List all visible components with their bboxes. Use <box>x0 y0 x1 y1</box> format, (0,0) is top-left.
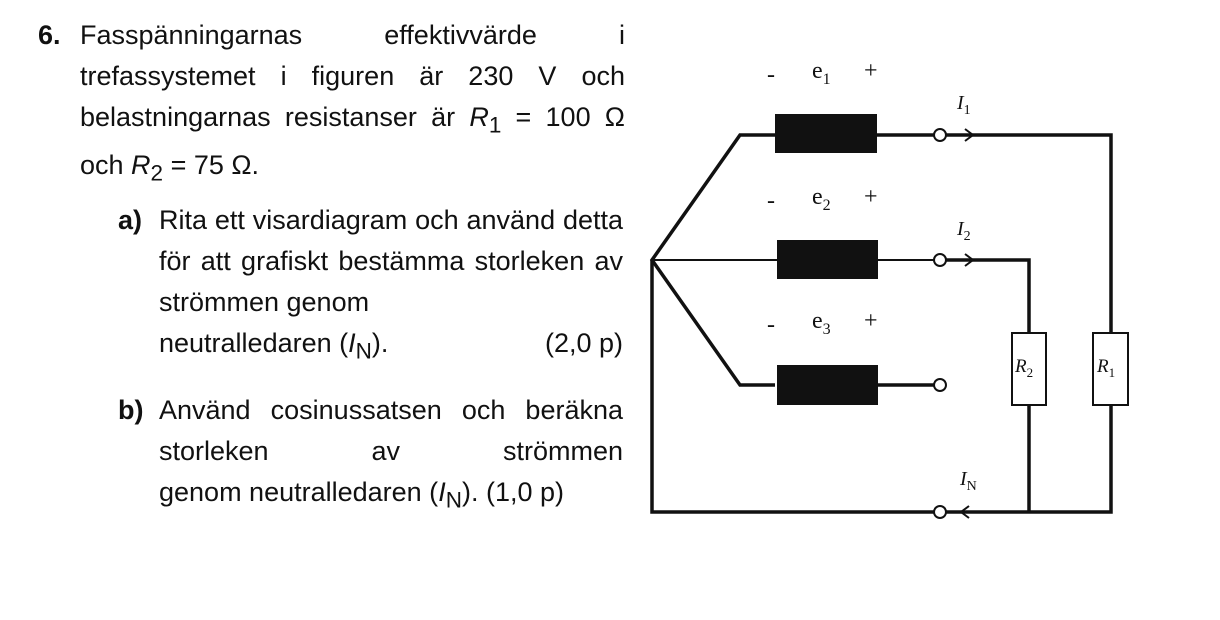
terminals <box>933 128 1129 519</box>
plus-3: + <box>864 308 878 334</box>
label-b: b) <box>118 395 144 425</box>
plus-1: + <box>864 58 878 84</box>
r2-value: = 75 Ω. <box>163 150 260 181</box>
b-tail: genom neutralledaren ( <box>159 477 439 507</box>
b-text: Använd cosinussatsen och beräkna storlek… <box>159 395 623 466</box>
arrow-i2 <box>964 253 975 267</box>
wires <box>649 133 1113 514</box>
arrow-i1 <box>964 128 975 142</box>
minus-3: - <box>767 312 775 338</box>
plus-2: + <box>864 184 878 210</box>
source-e2 <box>777 240 878 279</box>
minus-1: - <box>767 62 775 88</box>
label-e3: e3 <box>812 308 831 338</box>
r1-value: = 100 Ω och <box>80 102 625 181</box>
arrows <box>959 128 975 519</box>
r2-subscript: 2 <box>150 160 164 186</box>
subquestion-b: b) Använd cosinussatsen och beräkna stor… <box>118 390 623 520</box>
resistor-r2 <box>1011 332 1047 406</box>
a-points: (2,0 p) <box>544 328 623 358</box>
minus-2: - <box>767 188 775 214</box>
source-e1 <box>775 114 877 153</box>
source-blocks <box>775 114 878 405</box>
r1-subscript: 1 <box>488 112 502 138</box>
label-in: IN <box>960 468 977 494</box>
a-current-sub: N <box>355 338 372 364</box>
source-e3 <box>777 365 878 405</box>
b-current: I <box>438 477 446 507</box>
problem-statement: Fasspänningarnas effektivvärde i trefass… <box>80 15 625 194</box>
label-e1: e1 <box>812 58 831 88</box>
label-r2: R2 <box>1015 356 1034 380</box>
label-e2: e2 <box>812 184 831 214</box>
intro-text: Fasspänningarnas effektivvärde i trefass… <box>80 20 625 132</box>
a-current: I <box>348 328 356 358</box>
label-i1: I1 <box>957 92 971 118</box>
r1-symbol: R <box>469 102 489 132</box>
label-i2: I2 <box>957 218 971 244</box>
r2-symbol: R <box>131 150 151 181</box>
subquestion-a: a) Rita ett visardiagram och använd dett… <box>118 200 623 371</box>
a-close: ). <box>371 328 389 358</box>
problem-number: 6. <box>38 20 61 50</box>
resistor-r1 <box>1092 332 1129 406</box>
label-r1: R1 <box>1097 356 1116 380</box>
a-text: Rita ett visardiagram och använd detta f… <box>159 205 623 317</box>
b-close: ). (1,0 p) <box>461 477 564 507</box>
arrow-in <box>959 505 970 519</box>
a-tail: neutralledaren ( <box>159 328 349 358</box>
label-a: a) <box>118 205 143 235</box>
b-current-sub: N <box>445 487 462 513</box>
